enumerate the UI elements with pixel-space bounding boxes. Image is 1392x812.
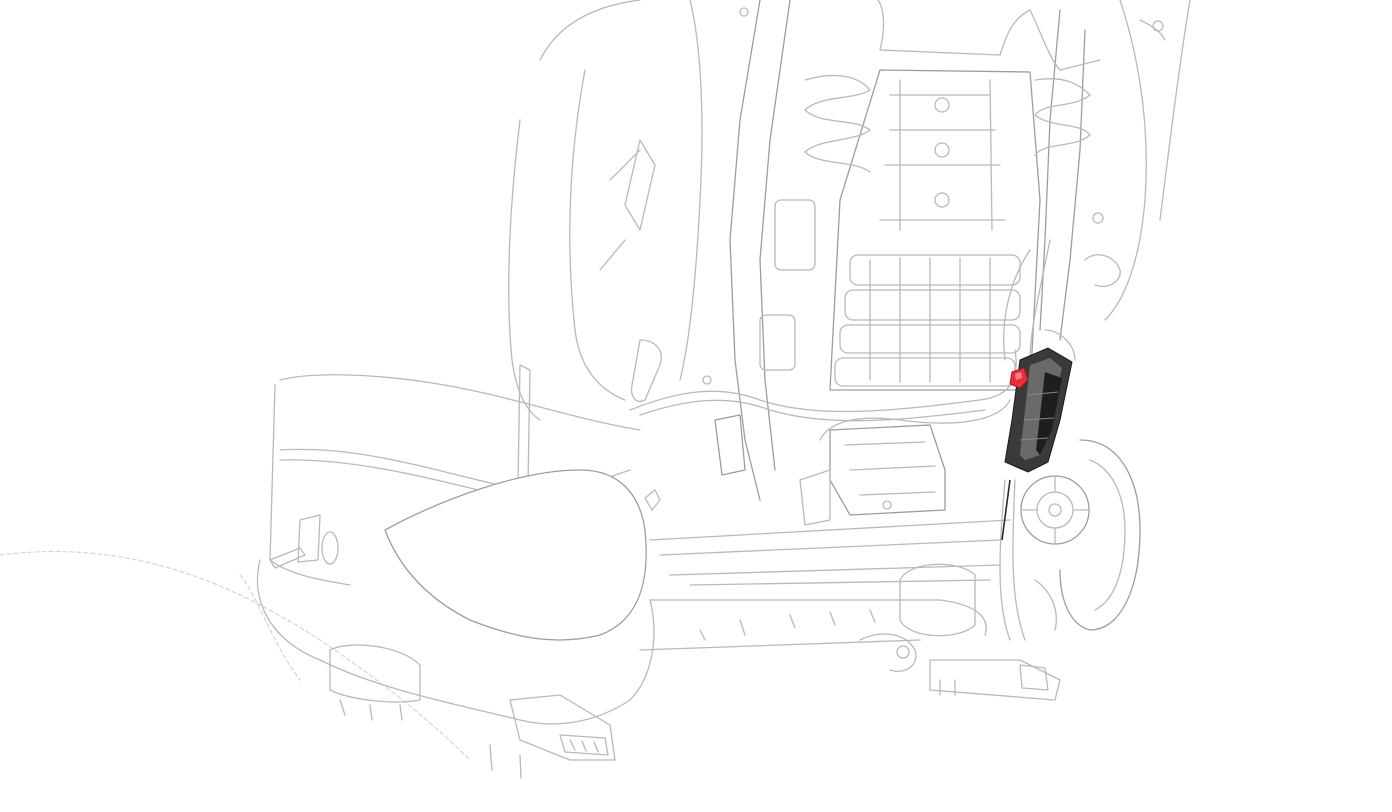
recliner-gear [1020, 329, 1141, 631]
control-module [714, 414, 946, 526]
side-shield [256, 469, 661, 725]
wiring-harness [629, 239, 1051, 641]
hardware-bolts [702, 7, 1164, 510]
suspension-plate [759, 69, 1091, 391]
seat-rails [639, 519, 1061, 701]
connector-marker-icon [1009, 367, 1029, 389]
highlighted-component [1001, 347, 1073, 541]
mounting-feet [329, 644, 616, 779]
floor-contour [0, 551, 471, 761]
seatback-shell [508, 0, 1191, 421]
